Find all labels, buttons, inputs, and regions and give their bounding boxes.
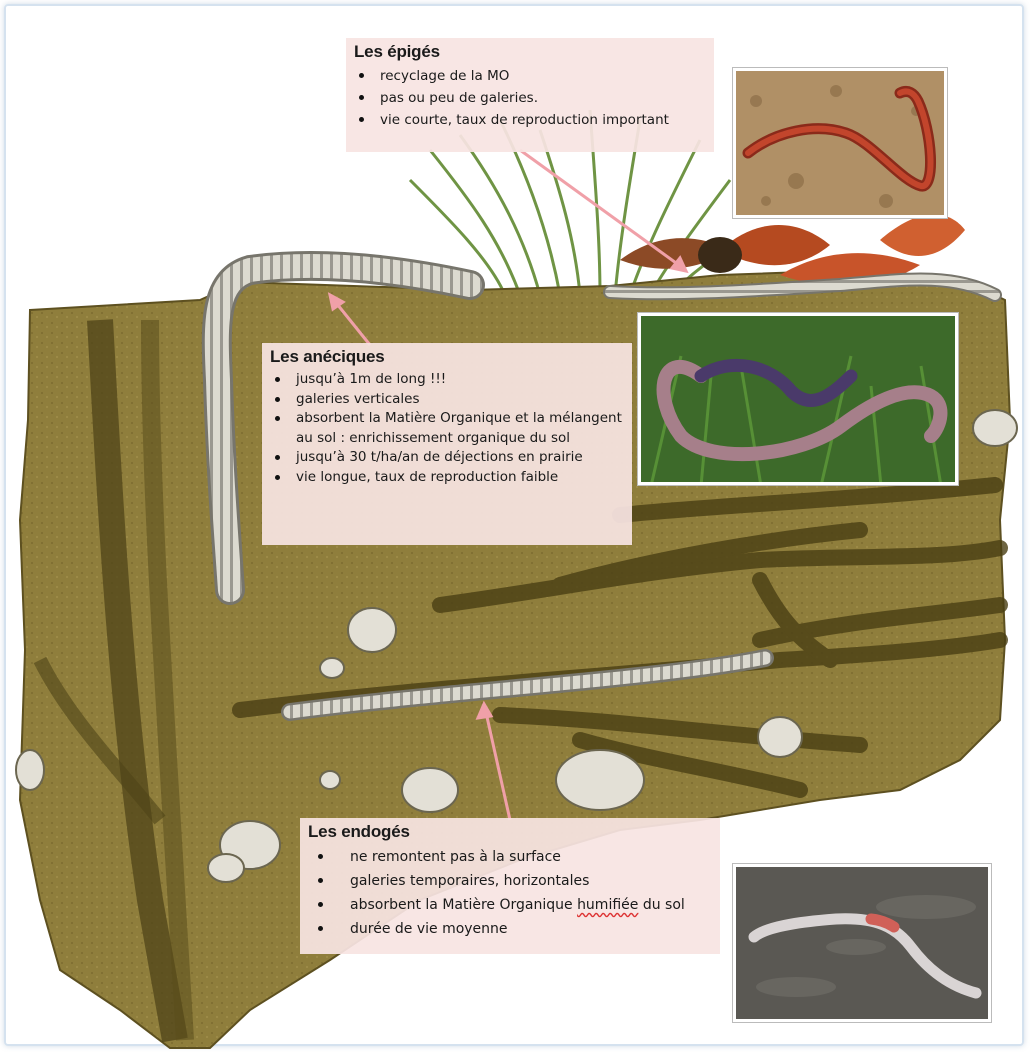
list-item: galeries temporaires, horizontales [308,869,710,893]
list-item: ne remontent pas à la surface [308,845,710,869]
epiges-title: Les épigés [354,42,704,62]
list-item: jusqu’à 30 t/ha/an de déjections en prai… [270,448,622,468]
list-item: pas ou peu de galeries. [354,87,704,109]
purple-earthworm-icon [641,316,958,485]
list-item: vie courte, taux de reproduction importa… [354,109,704,131]
list-item: vie longue, taux de reproduction faible [270,468,622,488]
list-item-text: du sol [638,897,684,913]
list-item-text: absorbent la Matière Organique [350,897,577,913]
epiges-list: recyclage de la MO pas ou peu de galerie… [354,65,704,131]
list-item: absorbent la Matière Organique et la mél… [270,409,622,448]
endoges-list: ne remontent pas à la surface galeries t… [308,845,710,941]
aneciques-list: jusqu’à 1m de long !!! galeries vertical… [270,370,622,487]
photo-epige-worm [733,68,947,218]
epiges-label-box: Les épigés recyclage de la MO pas ou peu… [346,38,714,152]
arrow-epiges [520,150,683,268]
aneciques-label-box: Les anéciques jusqu’à 1m de long !!! gal… [262,343,632,545]
endoges-title: Les endogés [308,822,710,842]
list-item: jusqu’à 1m de long !!! [270,370,622,390]
list-item: recyclage de la MO [354,65,704,87]
list-item: absorbent la Matière Organique humifiée … [308,893,710,917]
photo-endoge-worm [733,864,991,1022]
list-item: galeries verticales [270,390,622,410]
pale-earthworm-icon [736,867,991,1022]
endoges-label-box: Les endogés ne remontent pas à la surfac… [300,818,720,954]
red-earthworm-icon [736,71,947,218]
list-item: durée de vie moyenne [308,917,710,941]
photo-anecique-worm [638,313,958,485]
aneciques-title: Les anéciques [270,347,622,367]
spellcheck-underlined-word: humifiée [577,897,638,913]
